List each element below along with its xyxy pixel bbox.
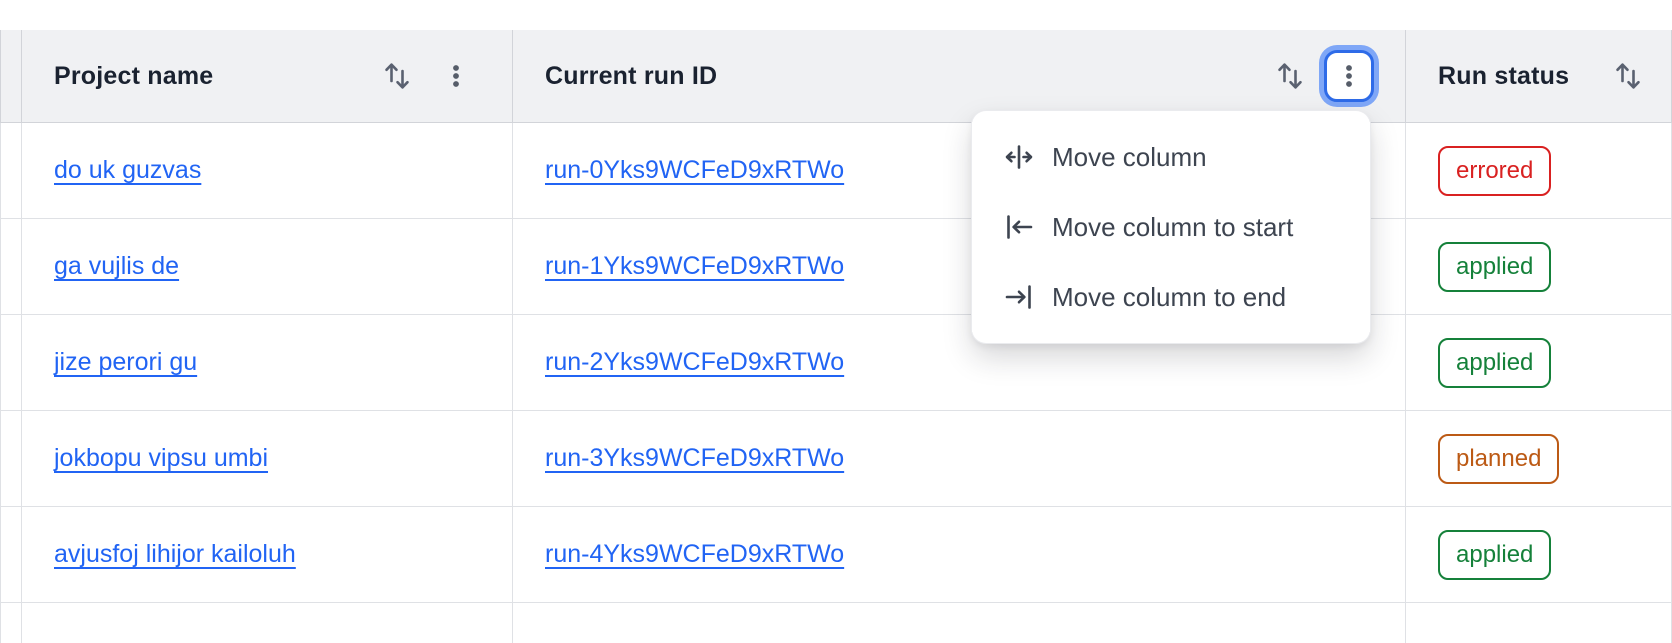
run-status-cell [1405, 603, 1672, 643]
runs-table: Project name [0, 30, 1672, 643]
run-id-cell: run-0Yks9WCFeD9xRTWo [512, 123, 1405, 218]
gutter-cell [0, 411, 61, 506]
project-link[interactable]: jokbopu vipsu umbi [54, 444, 269, 472]
status-badge: applied [1438, 337, 1552, 388]
column-title-current-run-id: Current run ID [545, 61, 718, 90]
column-header-project-name: Project name [21, 30, 512, 122]
run-status-cell: applied [1405, 219, 1672, 314]
sort-button[interactable] [382, 59, 412, 93]
project-name-cell: avjusfoj lihijor kailoluh [21, 507, 512, 602]
run-id-link[interactable]: run-2Yks9WCFeD9xRTWo [545, 348, 845, 376]
menu-item-move-column-to-start[interactable]: Move column to start [972, 192, 1370, 262]
status-badge: applied [1438, 241, 1552, 292]
table-row: avjusfoj lihijor kailoluh run-4Yks9WCFeD… [0, 507, 1672, 603]
menu-item-move-column-to-end[interactable]: Move column to end [972, 262, 1370, 332]
column-menu-button[interactable] [428, 48, 484, 104]
sort-button[interactable] [1275, 59, 1305, 93]
column-title-project-name: Project name [54, 61, 214, 90]
focus-ring [1324, 50, 1374, 102]
run-id-cell: run-3Yks9WCFeD9xRTWo [512, 411, 1405, 506]
project-name-cell: ga vujlis de [21, 219, 512, 314]
run-id-cell: run-1Yks9WCFeD9xRTWo [512, 219, 1405, 314]
sort-arrows-icon [382, 60, 412, 92]
gutter-header-cell [0, 30, 61, 122]
menu-item-move-column[interactable]: Move column [972, 122, 1370, 192]
project-link[interactable]: ga vujlis de [54, 252, 180, 280]
run-id-cell: run-4Yks9WCFeD9xRTWo [512, 507, 1405, 602]
sort-arrows-icon [1275, 60, 1305, 92]
table-header-row: Project name [0, 30, 1672, 123]
run-id-link[interactable]: run-1Yks9WCFeD9xRTWo [545, 252, 845, 280]
run-id-cell [512, 603, 1405, 643]
run-id-link[interactable]: run-0Yks9WCFeD9xRTWo [545, 156, 845, 184]
project-name-cell: do uk guzvas [21, 123, 512, 218]
project-name-cell: jize perori gu [21, 315, 512, 410]
move-column-end-icon [1004, 282, 1034, 312]
move-column-icon [1004, 142, 1034, 172]
status-badge: errored [1438, 145, 1552, 196]
run-status-cell: applied [1405, 315, 1672, 410]
menu-item-label: Move column to end [1052, 281, 1287, 312]
status-badge: applied [1438, 529, 1552, 580]
project-name-cell: jokbopu vipsu umbi [21, 411, 512, 506]
column-header-current-run-id: Current run ID [512, 30, 1405, 122]
table-row: jokbopu vipsu umbi run-3Yks9WCFeD9xRTWo … [0, 411, 1672, 507]
project-link[interactable]: jize perori gu [54, 348, 198, 376]
run-id-cell: run-2Yks9WCFeD9xRTWo [512, 315, 1405, 410]
gutter-cell [0, 507, 61, 602]
project-name-cell [21, 603, 512, 643]
sort-button[interactable] [1613, 59, 1643, 93]
table-row: do uk guzvas run-0Yks9WCFeD9xRTWo errore… [0, 123, 1672, 219]
run-id-link[interactable]: run-3Yks9WCFeD9xRTWo [545, 444, 845, 472]
menu-item-label: Move column to start [1052, 211, 1294, 242]
gutter-cell [0, 219, 61, 314]
kebab-menu-icon [1334, 61, 1364, 91]
column-header-run-status: Run status [1405, 30, 1672, 122]
runs-table-view: Project name [0, 30, 1672, 643]
run-id-link[interactable]: run-4Yks9WCFeD9xRTWo [545, 540, 845, 568]
column-menu-button-focused[interactable] [1321, 48, 1377, 104]
table-row: ga vujlis de run-1Yks9WCFeD9xRTWo applie… [0, 219, 1672, 315]
project-link[interactable]: do uk guzvas [54, 156, 202, 184]
menu-item-label: Move column [1052, 141, 1207, 172]
column-menu-dropdown: Move column Move column to start Move co… [972, 111, 1370, 343]
status-badge: planned [1438, 433, 1560, 484]
run-status-cell: applied [1405, 507, 1672, 602]
column-title-run-status: Run status [1438, 61, 1570, 90]
run-status-cell: planned [1405, 411, 1672, 506]
project-link[interactable]: avjusfoj lihijor kailoluh [54, 540, 296, 568]
gutter-cell [0, 315, 61, 410]
table-row: jize perori gu run-2Yks9WCFeD9xRTWo appl… [0, 315, 1672, 411]
table-row-partial [0, 603, 1672, 643]
sort-arrows-icon [1613, 60, 1643, 92]
run-status-cell: errored [1405, 123, 1672, 218]
move-column-start-icon [1004, 212, 1034, 242]
gutter-cell [0, 123, 61, 218]
kebab-menu-icon [441, 61, 471, 91]
